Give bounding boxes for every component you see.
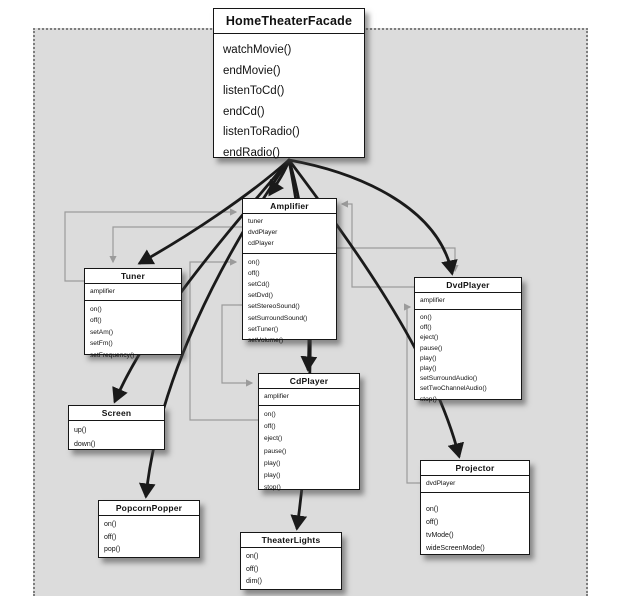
member-label: eject(): [420, 334, 439, 342]
member-label: endCd(): [223, 105, 265, 118]
class-methods: watchMovie() endMovie() listenToCd() endCd(…: [214, 34, 364, 164]
edge-amplifier-tuner: [109, 226, 242, 264]
member-label: play(): [420, 365, 437, 373]
member-label: pop(): [104, 546, 121, 554]
class-cdplayer: CdPlayer amplifier on() off() eject() pause…: [258, 373, 360, 491]
class-popcornpopper: PopcornPopper on() off() pop(): [98, 500, 200, 558]
class-title: Tuner: [85, 269, 181, 284]
member-label: up(): [74, 427, 87, 434]
member-label: eject(): [264, 435, 283, 443]
member-label: on(): [248, 258, 260, 266]
member-label: setSurroundSound(): [248, 314, 308, 322]
member-label: off(): [246, 565, 259, 573]
class-attributes: tuner dvdPlayer cdPlayer: [243, 214, 336, 254]
member-label: play(): [264, 459, 281, 467]
class-methods: up() down(): [69, 421, 164, 453]
member-label: tuner: [248, 218, 264, 225]
member-label: endRadio(): [223, 146, 280, 159]
member-label: setAm(): [90, 328, 114, 336]
class-title: Amplifier: [243, 199, 336, 214]
member-label: off(): [264, 423, 276, 431]
member-label: setFrequency(): [90, 351, 135, 359]
member-label: amplifier: [264, 393, 289, 400]
class-hometheaterfacade: HomeTheaterFacade watchMovie() endMovie()…: [213, 8, 365, 159]
member-label: wideScreenMode(): [426, 545, 485, 552]
member-label: setDvd(): [248, 292, 273, 300]
class-title: Screen: [69, 406, 164, 421]
member-label: dim(): [246, 578, 262, 586]
class-methods: on() off() setAm() setFm() setFrequency(): [85, 301, 181, 363]
member-label: stop(): [420, 395, 437, 403]
class-attributes: dvdPlayer: [421, 476, 529, 493]
class-methods: on() off() pop(): [99, 516, 199, 559]
facade-to-amplifier: [268, 158, 291, 197]
class-methods: on() off() eject() pause() play() play() stop(…: [259, 406, 359, 496]
member-label: stop(): [264, 484, 281, 492]
edge-tuner-amplifier: [64, 208, 238, 282]
member-label: listenToRadio(): [223, 126, 300, 139]
member-label: pause(): [420, 344, 443, 352]
member-label: off(): [420, 324, 432, 332]
class-attributes: amplifier: [415, 293, 521, 310]
facade-to-projector: [287, 158, 465, 459]
member-label: setSurroundAudio(): [420, 375, 478, 383]
member-label: on(): [104, 521, 117, 528]
member-label: on(): [426, 506, 439, 513]
class-dvdplayer: DvdPlayer amplifier on() off() eject() paus…: [414, 277, 522, 403]
class-methods: on() off() dim(): [241, 548, 341, 591]
class-tuner: Tuner amplifier on() off() setAm() setFm() s…: [84, 268, 182, 359]
class-methods: on() off() setCd() setDvd() setStereoSound()…: [243, 254, 336, 349]
class-projector: Projector dvdPlayer on() off() tvMode() wid…: [420, 460, 530, 555]
member-label: down(): [74, 440, 96, 448]
class-title: TheaterLights: [241, 533, 341, 548]
member-label: off(): [248, 269, 260, 277]
class-methods: on() off() eject() pause() play() play() setSu…: [415, 310, 521, 407]
member-label: off(): [104, 533, 117, 541]
member-label: cdPlayer: [248, 240, 274, 248]
class-screen: Screen up() down(): [68, 405, 165, 450]
member-label: play(): [264, 472, 281, 480]
member-label: on(): [264, 411, 276, 418]
class-title: PopcornPopper: [99, 501, 199, 516]
member-label: pause(): [264, 447, 287, 455]
facade-to-dvdplayer: [287, 158, 458, 276]
member-label: endMovie(): [223, 64, 281, 77]
edge-projector-dvdplayer: [404, 303, 421, 484]
class-title: Projector: [421, 461, 529, 476]
member-label: setTwoChannelAudio(): [420, 385, 487, 393]
member-label: on(): [420, 314, 432, 321]
class-theaterlights: TheaterLights on() off() dim(): [240, 532, 342, 590]
member-label: watchMovie(): [223, 44, 292, 56]
member-label: play(): [420, 354, 437, 362]
member-label: amplifier: [420, 297, 445, 304]
class-title: HomeTheaterFacade: [214, 9, 364, 34]
member-label: on(): [246, 553, 259, 560]
edge-dvdplayer-amplifier: [340, 200, 414, 288]
member-label: setTuner(): [248, 325, 279, 333]
member-label: setCd(): [248, 281, 270, 289]
member-label: dvdPlayer: [248, 229, 278, 237]
member-label: off(): [90, 317, 102, 325]
class-methods: on() off() tvMode() wideScreenMode(): [421, 493, 529, 557]
edge-amplifier-cdplayer: [221, 304, 254, 387]
member-label: dvdPlayer: [426, 480, 456, 487]
member-label: listenToCd(): [223, 85, 285, 98]
edge-cdplayer-amplifier: [189, 258, 258, 421]
member-label: tvMode(): [426, 532, 454, 539]
member-label: setFm(): [90, 340, 113, 348]
facade-to-screen: [112, 158, 291, 404]
class-amplifier: Amplifier tuner dvdPlayer cdPlayer on() off…: [242, 198, 337, 344]
facade-to-tuner: [137, 158, 291, 265]
member-label: on(): [90, 306, 102, 313]
member-label: off(): [426, 519, 439, 526]
class-title: DvdPlayer: [415, 278, 521, 293]
class-title: CdPlayer: [259, 374, 359, 389]
member-label: setVolume(): [248, 337, 284, 345]
member-label: amplifier: [90, 288, 115, 295]
class-attributes: amplifier: [259, 389, 359, 406]
class-attributes: amplifier: [85, 284, 181, 301]
member-label: setStereoSound(): [248, 303, 300, 311]
